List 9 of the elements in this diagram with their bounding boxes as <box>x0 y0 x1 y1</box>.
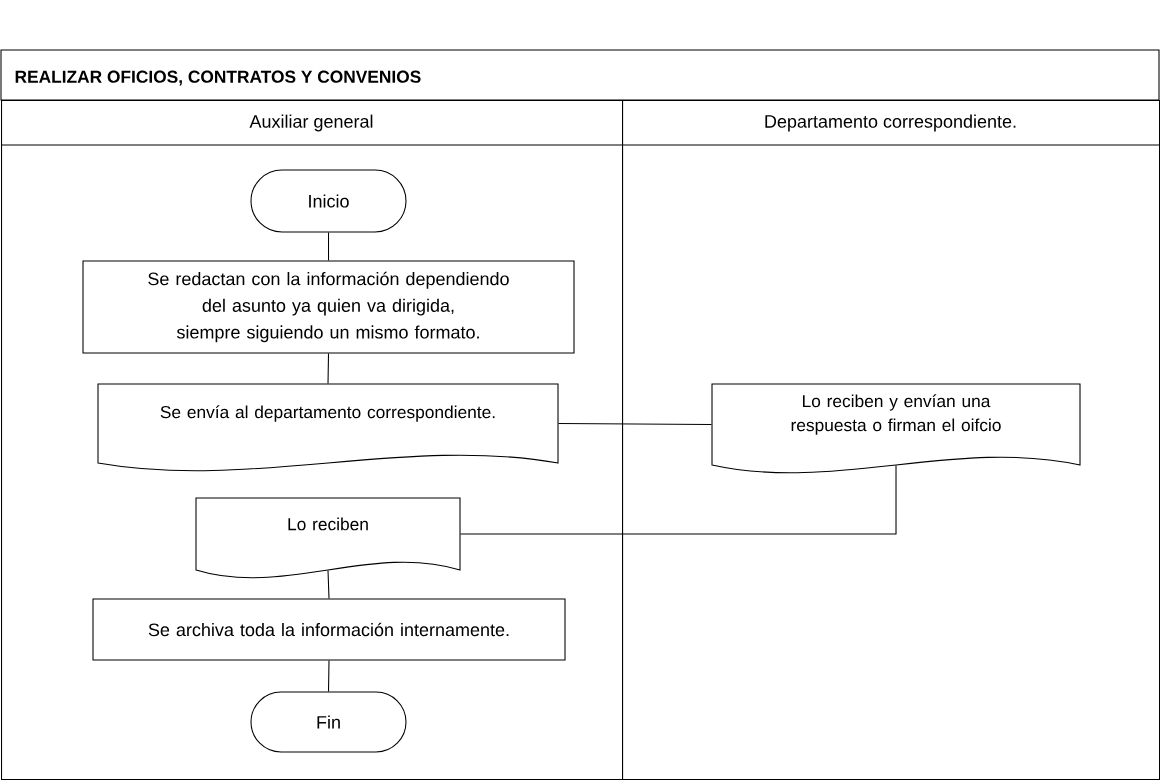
connector-line <box>327 660 330 692</box>
process-box: Se archiva toda la información internamente. <box>92 598 566 661</box>
connector-line <box>327 353 330 384</box>
process-box: Se redactan con la información dependiendo del asunto ya quien va dirigida, siempre siguiendo un mismo formato. <box>82 260 575 354</box>
connector-line <box>460 465 897 535</box>
connector-line <box>327 232 330 261</box>
connector-line <box>558 422 712 426</box>
connector-line <box>327 570 330 599</box>
title-bar: REALIZAR OFICIOS, CONTRATOS Y CONVENIOS <box>0 49 1160 101</box>
